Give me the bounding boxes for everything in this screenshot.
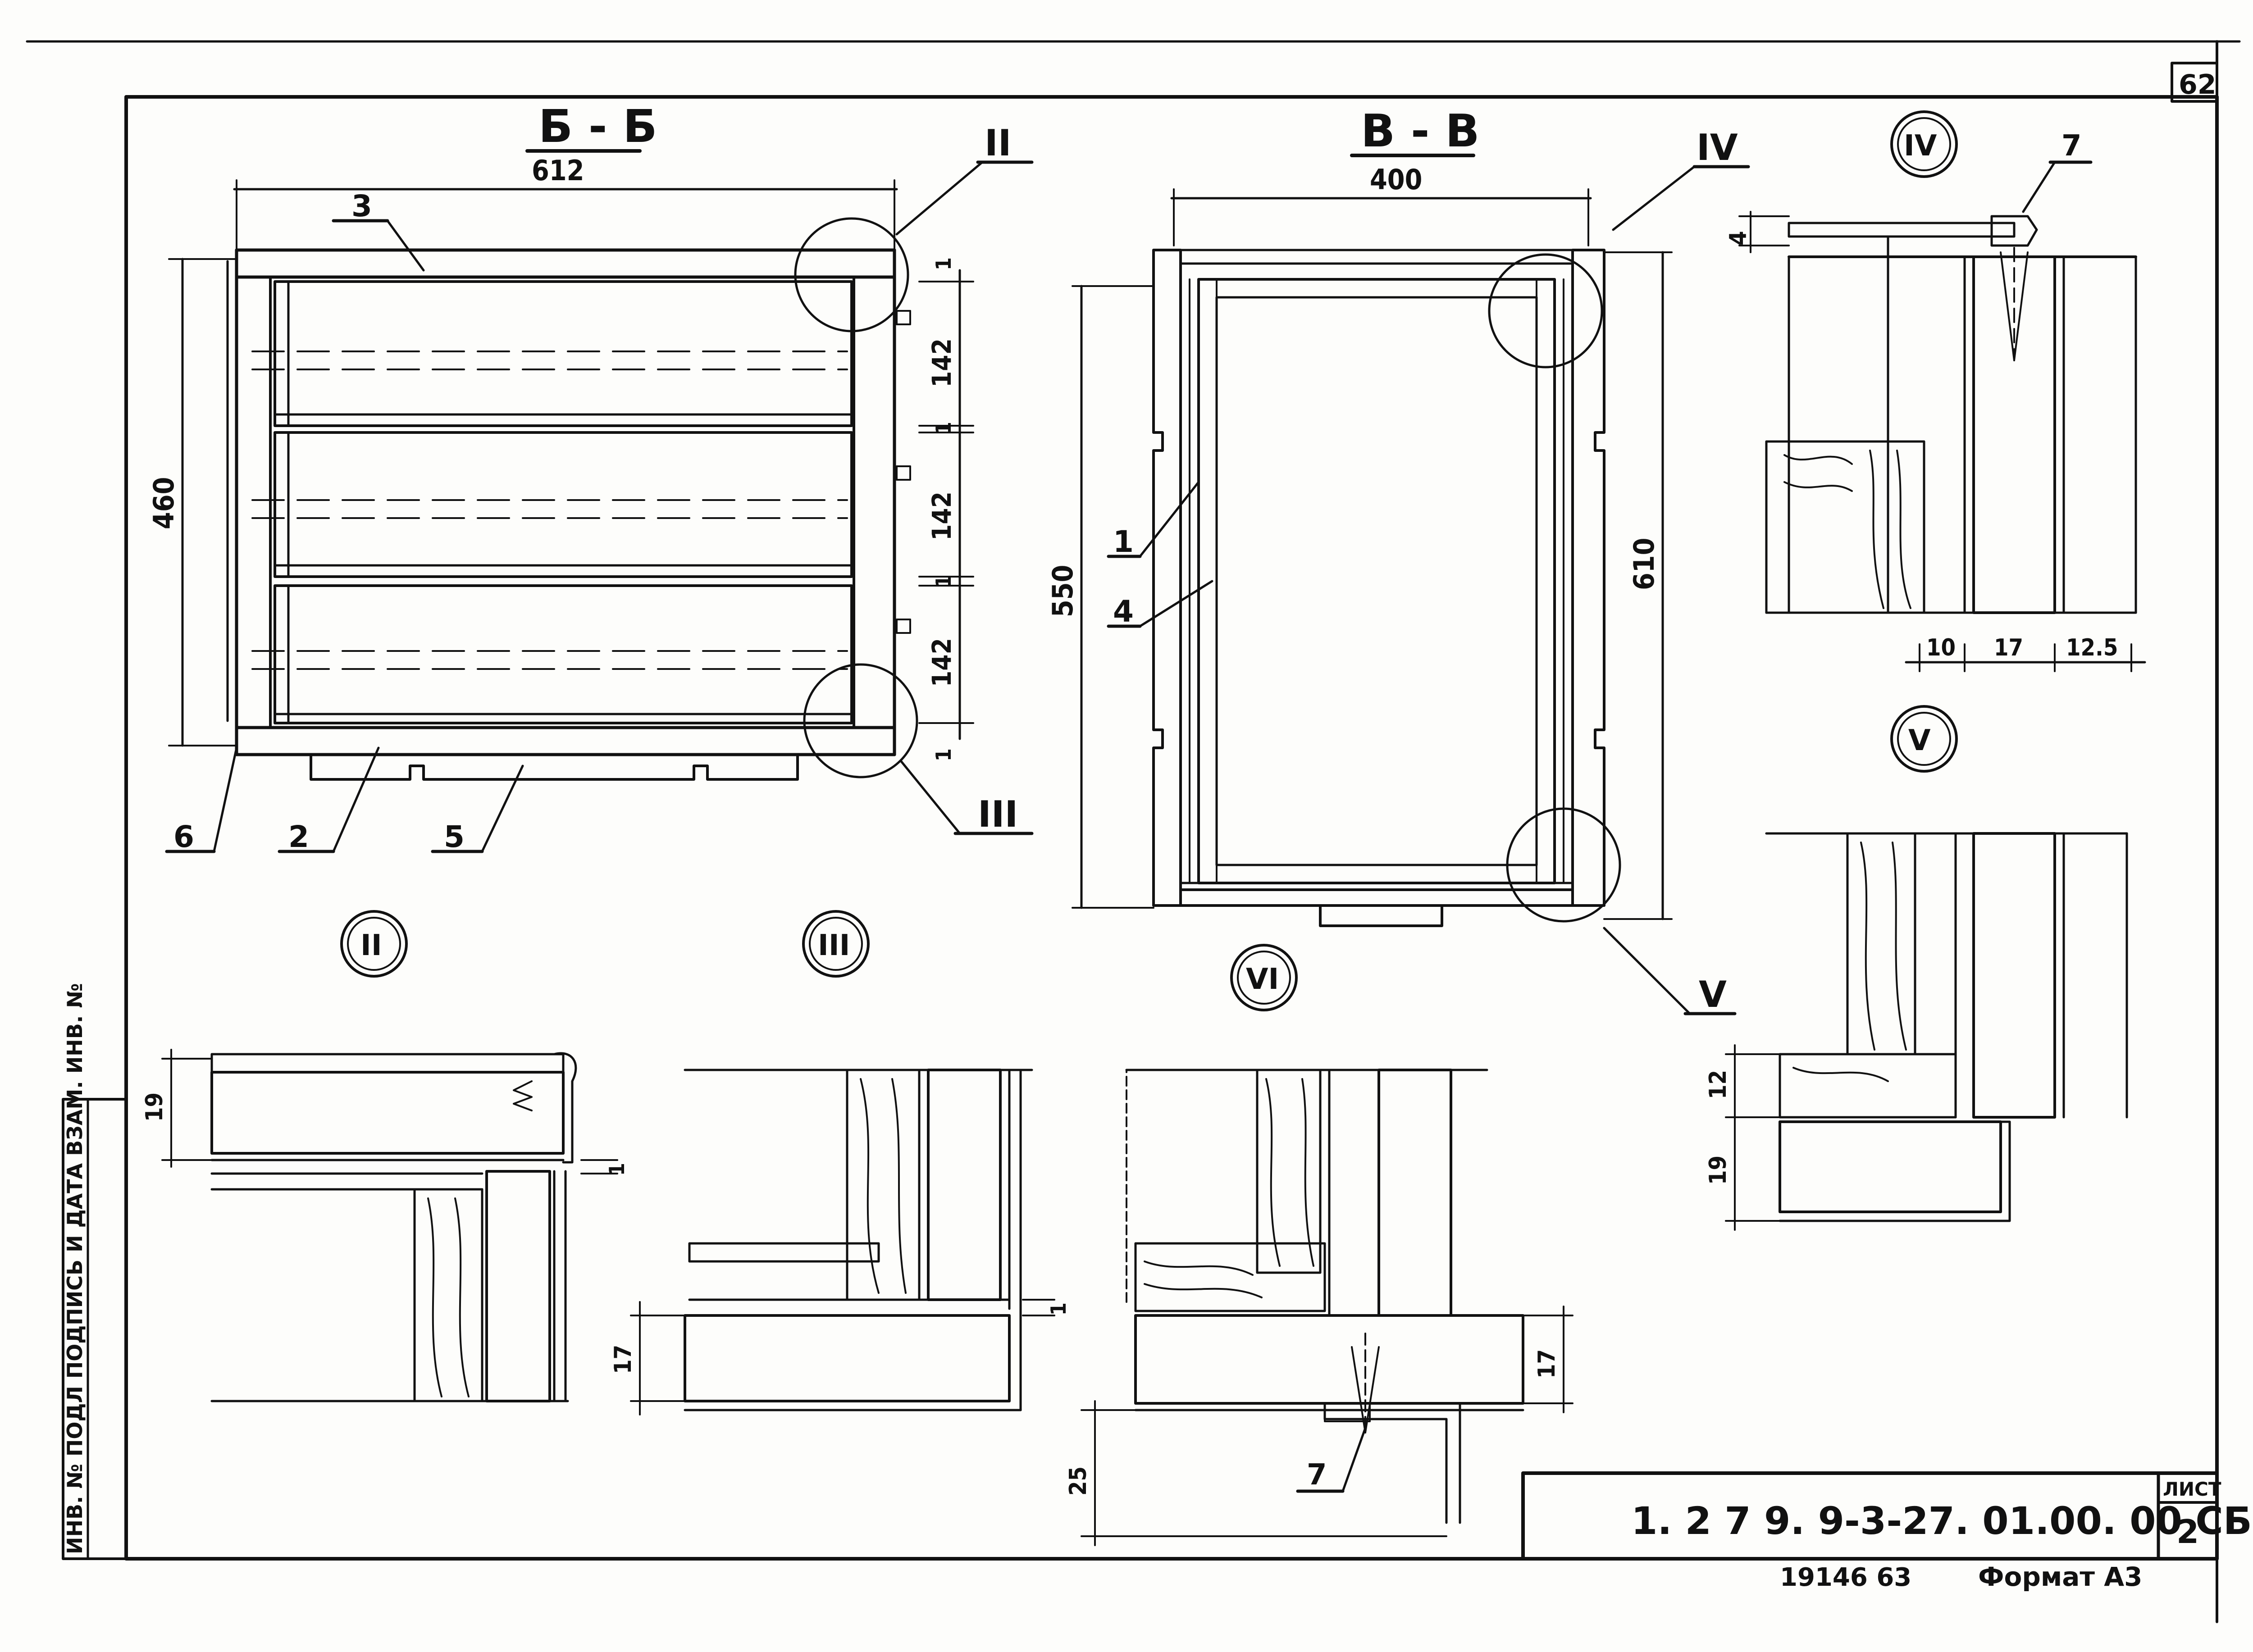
bb-part-5: 5	[444, 819, 465, 854]
bb-pitch-2: 142	[926, 492, 957, 541]
detail-iv-dim-17: 17	[1994, 634, 2023, 661]
detail-v-title: V	[1908, 724, 1931, 757]
detail-iii-title: III	[818, 929, 850, 962]
bb-pitch-3: 142	[926, 638, 957, 687]
detail-ii-title: II	[360, 929, 382, 962]
detail-ii-dim-1: 1	[605, 1163, 629, 1176]
detail-vi-dim-25: 25	[1065, 1466, 1092, 1496]
detail-iv-dim-10: 10	[1926, 634, 1956, 661]
side-stamp-text: ИНВ. № ПОДЛ ПОДПИСЬ И ДАТА ВЗАМ. ИНВ. №	[63, 983, 87, 1554]
sheet-number: 2	[2176, 1513, 2199, 1551]
bb-part-2: 2	[288, 819, 309, 854]
bb-gap-2: 1	[931, 422, 956, 435]
bb-part-3: 3	[351, 189, 372, 223]
section-vv-title: В - В	[1361, 105, 1480, 157]
vv-part-4: 4	[1113, 594, 1134, 629]
detail-iii-dim-17: 17	[610, 1345, 637, 1374]
detail-ii-dim-19: 19	[141, 1092, 168, 1122]
sheet-label: ЛИСТ	[2163, 1478, 2221, 1500]
bb-callout-iii: III	[978, 793, 1018, 835]
bb-shelves	[251, 280, 911, 724]
detail-v-dim-19: 19	[1705, 1156, 1732, 1185]
sheet-frame: 62	[26, 40, 2241, 1623]
bb-callout-ii: II	[985, 122, 1012, 164]
vv-height-outer: 610	[1628, 538, 1660, 590]
title-block: 1. 2 7 9. 9-3-27. 01.00. 00 СБ ЛИСТ 2 19…	[1521, 1471, 2252, 1592]
detail-iv-dim-125: 12.5	[2066, 634, 2118, 661]
detail-v-dim-12: 12	[1705, 1070, 1732, 1099]
bb-pitch-1: 142	[926, 338, 957, 387]
detail-vi-dim-17: 17	[1533, 1349, 1560, 1379]
bottom-note: 19146 63	[1780, 1563, 1911, 1592]
bb-gap-1: 1	[931, 257, 956, 270]
bb-gap-4: 1	[931, 748, 956, 761]
bb-height-dim: 460	[147, 477, 180, 529]
detail-vi-title: VI	[1246, 963, 1279, 996]
detail-ii: II 19 1	[141, 910, 629, 1402]
vv-callout-v: V	[1699, 974, 1727, 1015]
detail-iii-dim-1: 1	[1046, 1302, 1071, 1315]
detail-iii: III 17 1	[610, 910, 1071, 1415]
detail-iv: IV 7 4 10 17 12.5	[1725, 110, 2146, 672]
section-bb: Б - Б 612	[147, 100, 1034, 854]
detail-vi-part-7: 7	[1307, 1458, 1327, 1492]
detail-iv-part-7: 7	[2061, 129, 2082, 163]
bb-width-dim: 612	[532, 154, 584, 187]
vv-width-dim: 400	[1370, 163, 1422, 196]
format-label: Формат А3	[1978, 1561, 2142, 1592]
corner-sheet-number: 62	[2179, 69, 2217, 100]
detail-v: V 12 19	[1705, 705, 2128, 1231]
vv-part-1: 1	[1113, 524, 1134, 559]
detail-iv-title: IV	[1904, 129, 1937, 163]
section-vv: В - В 400 550 610 IV	[1046, 105, 1750, 1015]
detail-vi: VI 7 17 25	[1065, 944, 1573, 1546]
vv-height-inner: 550	[1046, 565, 1079, 617]
bb-part-6: 6	[173, 819, 194, 854]
side-stamp: ИНВ. № ПОДЛ ПОДПИСЬ И ДАТА ВЗАМ. ИНВ. №	[62, 983, 128, 1560]
vv-callout-iv: IV	[1697, 127, 1738, 168]
bb-gap-3: 1	[931, 575, 956, 588]
section-bb-title: Б - Б	[538, 100, 657, 153]
detail-iv-dim-4: 4	[1725, 231, 1752, 246]
drawing-designation: 1. 2 7 9. 9-3-27. 01.00. 00 СБ	[1631, 1499, 2252, 1543]
